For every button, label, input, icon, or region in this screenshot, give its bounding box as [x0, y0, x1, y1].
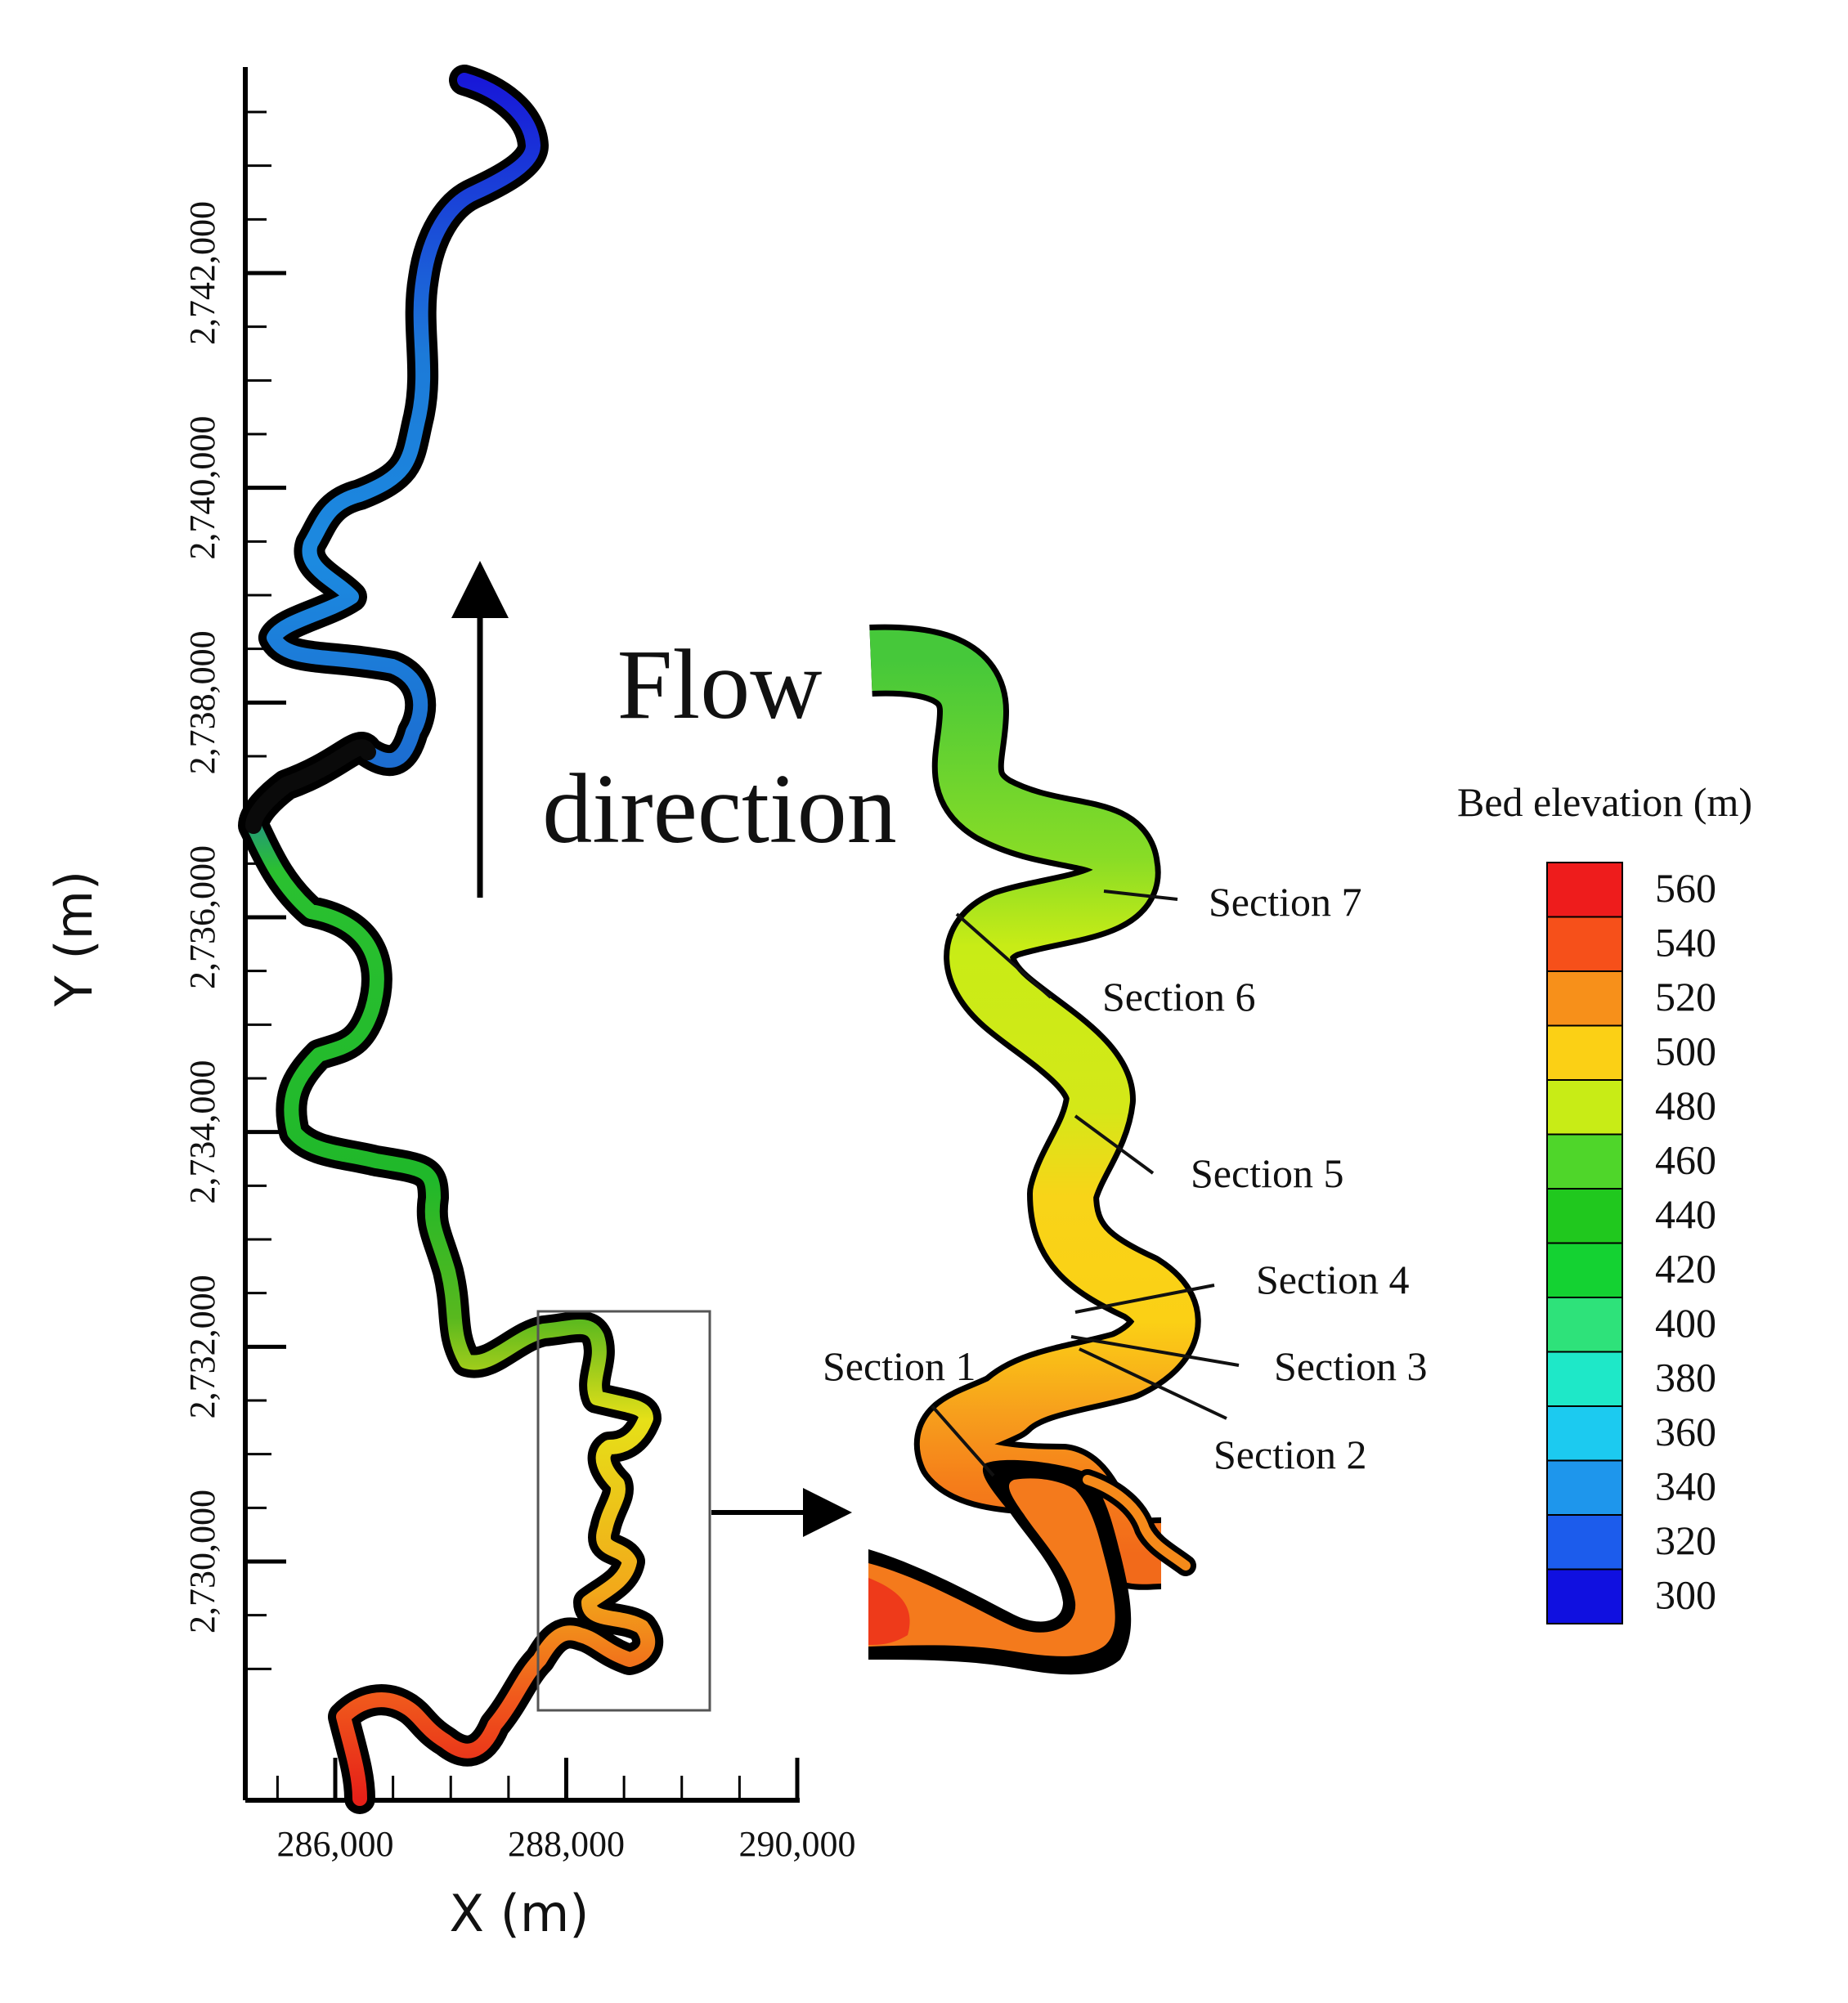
zoomed-river-reach [868, 624, 1201, 1675]
x-tick-label: 290,000 [739, 1824, 856, 1864]
y-tick-label: 2,730,000 [182, 1490, 222, 1633]
legend-value-label: 460 [1655, 1137, 1716, 1183]
legend-value-label: 480 [1655, 1082, 1716, 1128]
legend-value-label: 540 [1655, 920, 1716, 966]
legend-value-label: 420 [1655, 1246, 1716, 1292]
section-lines [931, 889, 1240, 1477]
zoom-lower-reach-fill [868, 1478, 1115, 1656]
legend-value-label: 320 [1655, 1517, 1716, 1563]
legend-swatch [1546, 1351, 1623, 1407]
y-axis-tick-labels: 2,730,000 2,732,000 2,734,000 2,736,000 2,73… [182, 201, 222, 1633]
section-labels: Section 7 Section 6 Section 5 Section 4 … [823, 879, 1427, 1477]
legend-value-label: 380 [1655, 1355, 1716, 1400]
legend-value-label: 500 [1655, 1028, 1716, 1074]
section-2-label: Section 2 [1213, 1432, 1366, 1477]
legend-swatch [1546, 1297, 1623, 1353]
legend-swatch [1546, 1133, 1623, 1190]
flow-label-line2: direction [542, 754, 897, 864]
x-tick-label: 286,000 [277, 1824, 394, 1864]
legend-swatch [1546, 916, 1623, 972]
river-fill [246, 73, 656, 1806]
section-3-label: Section 3 [1274, 1343, 1427, 1389]
zoom-river-fill [869, 630, 1195, 1584]
section-5-label: Section 5 [1191, 1150, 1343, 1196]
map-axes: 2,730,000 2,732,000 2,734,000 2,736,000 2,73… [44, 67, 856, 1943]
section-7-line [1103, 889, 1178, 901]
legend-value-label: 560 [1655, 865, 1716, 911]
legend-swatch [1546, 1405, 1623, 1462]
legend-value-label: 360 [1655, 1409, 1716, 1454]
legend-labels: 560 540 520 500 480 460 440 420 400 380 360 340 320 3… [1655, 865, 1716, 1618]
legend-swatch [1546, 862, 1623, 918]
bed-elevation-legend: Bed elevation (m) 560 540 520 500 480 460 440 4… [1457, 779, 1752, 1624]
section-3-line [1070, 1335, 1240, 1367]
y-tick-label: 2,738,000 [182, 630, 222, 774]
legend-swatch [1546, 1024, 1623, 1081]
x-tick-label: 288,000 [508, 1824, 625, 1864]
legend-swatch [1546, 970, 1623, 1027]
legend-value-label: 520 [1655, 974, 1716, 1019]
section-7-label: Section 7 [1209, 879, 1361, 925]
legend-swatch [1546, 1514, 1623, 1571]
y-tick-label: 2,734,000 [182, 1060, 222, 1204]
legend-value-label: 440 [1655, 1191, 1716, 1237]
section-1-line [931, 1405, 995, 1477]
main-river-channel [238, 65, 664, 1814]
legend-value-label: 400 [1655, 1300, 1716, 1346]
y-tick-label: 2,742,000 [182, 201, 222, 345]
legend-swatch [1546, 1568, 1623, 1624]
legend-title: Bed elevation (m) [1457, 779, 1752, 825]
section-6-label: Section 6 [1102, 974, 1255, 1019]
legend-swatch [1546, 1079, 1623, 1136]
y-tick-label: 2,740,000 [182, 416, 222, 560]
section-4-line [1074, 1284, 1215, 1314]
y-tick-label: 2,736,000 [182, 845, 222, 989]
legend-value-label: 300 [1655, 1572, 1716, 1618]
section-5-line [1074, 1114, 1155, 1175]
section-1-label: Section 1 [823, 1343, 976, 1389]
x-axis-title: X (m) [450, 1884, 590, 1943]
section-4-label: Section 4 [1256, 1257, 1409, 1302]
section-6-line [955, 912, 1052, 999]
legend-swatch [1546, 1188, 1623, 1244]
legend-swatch [1546, 1242, 1623, 1298]
flow-label-line1: Flow [617, 630, 823, 740]
zoom-extent-box [536, 1310, 711, 1712]
legend-swatches [1546, 862, 1623, 1624]
y-tick-label: 2,732,000 [182, 1275, 222, 1418]
section-2-line [1079, 1347, 1227, 1420]
zoom-red-zone [868, 1578, 910, 1645]
river-outline [238, 65, 664, 1814]
zoom-tributary-fill [1083, 1475, 1191, 1571]
y-axis-title: Y (m) [44, 871, 104, 1007]
x-axis-ticks [276, 1758, 800, 1800]
x-axis-tick-labels: 286,000 288,000 290,000 [277, 1824, 856, 1864]
legend-value-label: 340 [1655, 1463, 1716, 1509]
legend-swatch [1546, 1459, 1623, 1516]
river-dark-reach [245, 739, 376, 834]
